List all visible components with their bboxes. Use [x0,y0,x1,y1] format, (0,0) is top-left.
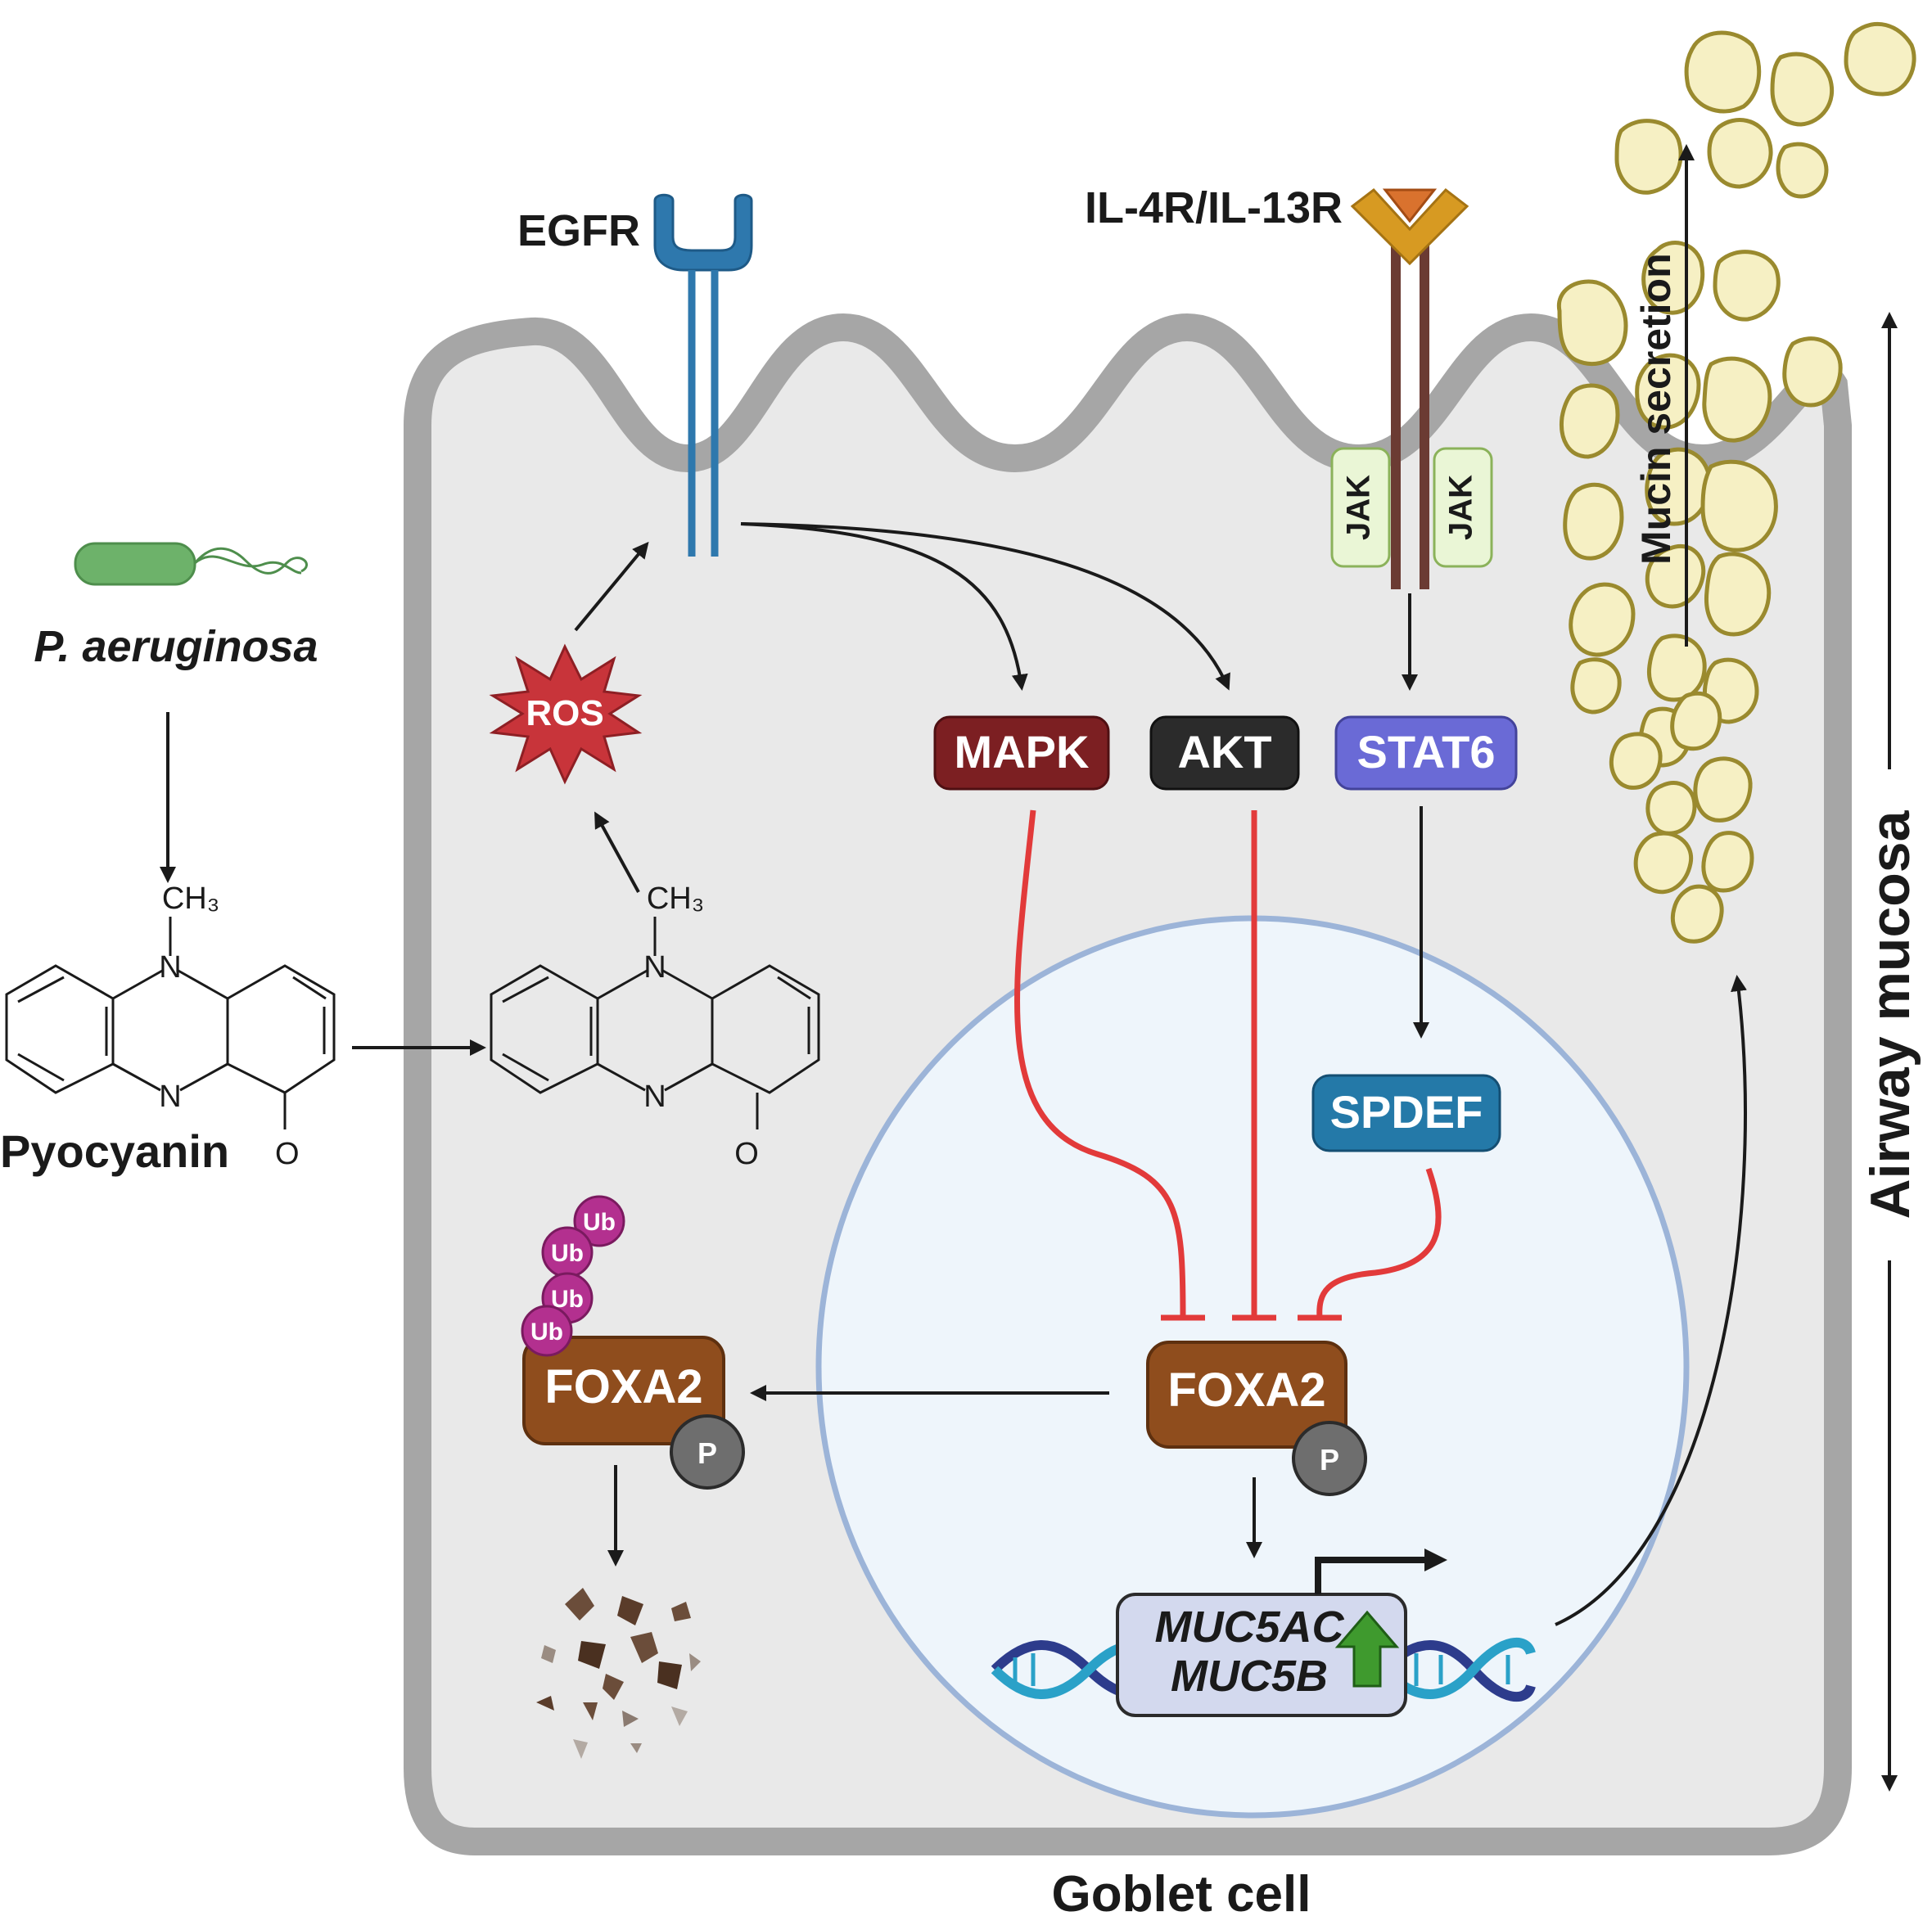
gene-label-muc5ac: MUC5AC [1154,1603,1344,1652]
pyocyanin-cell-n-top: N [643,950,666,985]
gene-label-muc5b: MUC5B [1171,1652,1328,1701]
phospho-cytoplasm-label: P [697,1436,717,1470]
jak-right: JAK [1433,447,1493,568]
airway-mucosa-label: Airway mucosa [1859,809,1921,1219]
arrow-gene-mucin [1555,975,1747,1626]
degradation-fragments [536,1588,701,1759]
inhibit-spdef-foxa2 [1316,1167,1442,1319]
jak-left: JAK [1330,447,1391,568]
pyocyanin-cell-n-bottom: N [643,1080,666,1114]
ubiquitin-chain: Ub Ub Ub Ub [521,1195,625,1357]
foxa2-nucleus-label: FOXA2 [1167,1364,1325,1417]
inhibition-lines [1014,809,1442,1321]
pyocyanin-n-bottom: N [159,1080,181,1114]
mucin-granules [1556,21,1916,944]
inhibit-mapk-foxa2 [1014,809,1186,1319]
pyocyanin-o: O [275,1137,300,1171]
pyocyanin-label: Pyocyanin [0,1125,229,1177]
pyocyanin-structure-left: N N CH₃ O [5,881,336,1171]
foxa2-nucleus: FOXA2 P [1146,1341,1367,1496]
ub-label-4: Ub [530,1319,563,1346]
phospho-nucleus-label: P [1320,1443,1339,1476]
pyocyanin-ch3: CH₃ [162,881,219,916]
pyocyanin-cell-o: O [734,1137,759,1171]
jak-left-label: JAK [1341,475,1377,540]
spdef-box: SPDEF [1311,1074,1501,1152]
goblet-cell-label: Goblet cell [1052,1866,1311,1923]
stat6-box: STAT6 [1334,715,1518,791]
mucin-secretion-label: Mucin secretion [1633,253,1679,565]
akt-label: AKT [1177,726,1271,778]
mapk-box: MAPK [933,715,1110,791]
gene-box: MUC5AC MUC5B [1116,1593,1407,1717]
foxa2-cytoplasm-label: FOXA2 [544,1360,702,1413]
transcription-start-arrow [1315,1557,1424,1594]
pyocyanin-structure-cell: N N CH₃ O [490,881,820,1171]
ros-burst: ROS [489,643,643,785]
mapk-label: MAPK [955,726,1090,778]
jak-right-label: JAK [1443,475,1479,540]
spdef-label: SPDEF [1330,1086,1483,1138]
egfr-label: EGFR [517,206,640,255]
ros-label: ROS [526,693,603,733]
bacterium-icon [74,542,308,586]
pyocyanin-n-top: N [159,950,181,985]
arrow-egfr-mapk [740,522,1028,691]
arrow-pyocyanin-ros [594,811,640,893]
egfr-receptor [653,193,753,557]
arrow-egfr-akt [740,522,1230,691]
upregulation-arrow-icon [1334,1610,1400,1688]
transcription-arrowhead [1424,1549,1447,1571]
il4r-il13r-receptor [1350,187,1469,589]
bacterium-label: P. aeruginosa [34,622,318,671]
airway-label-backdrop [1858,769,1921,1260]
pyocyanin-cell-ch3: CH₃ [647,881,704,916]
foxa2-cytoplasm: FOXA2 P [522,1336,745,1490]
akt-box: AKT [1149,715,1300,791]
stat6-label: STAT6 [1356,726,1495,778]
ub-label-1: Ub [583,1209,616,1236]
il4r-il13r-label: IL-4R/IL-13R [1085,183,1343,232]
arrow-ros-egfr [574,541,649,632]
ub-label-2: Ub [551,1240,584,1267]
